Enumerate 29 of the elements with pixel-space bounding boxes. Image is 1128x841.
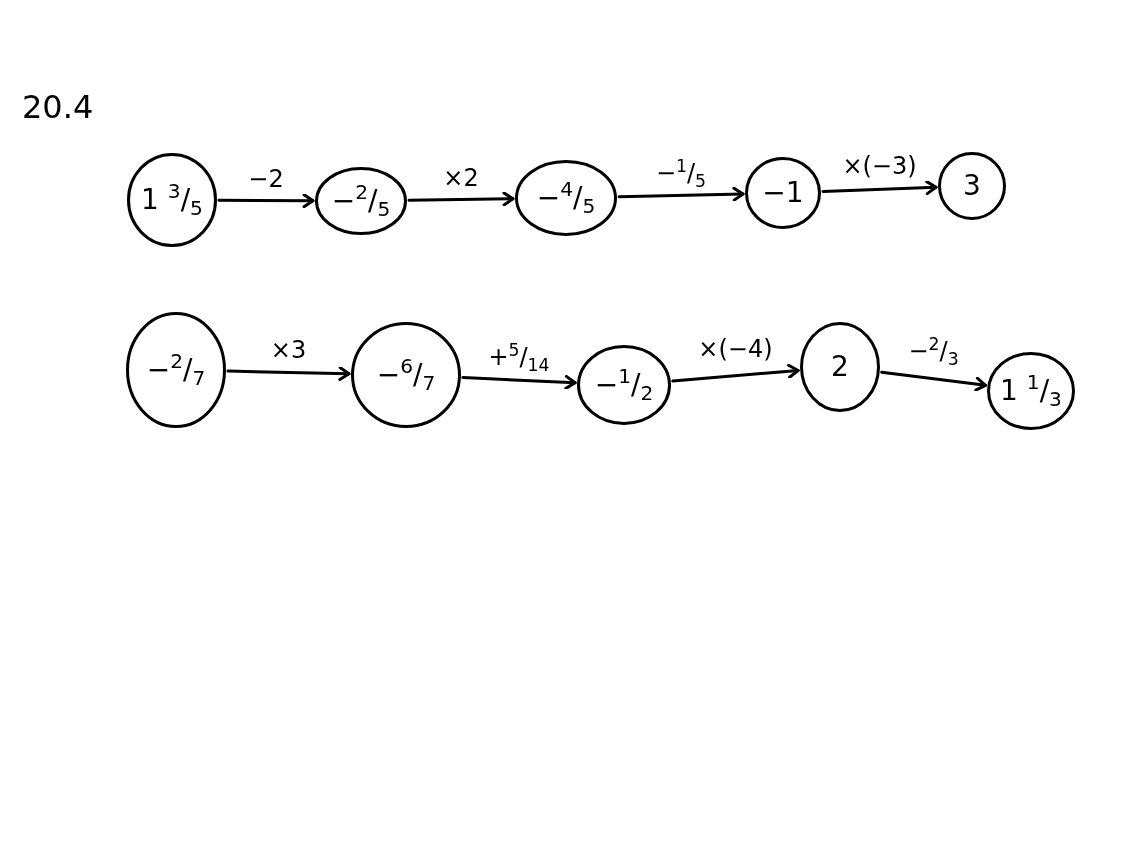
node-value: −$^{2}$/$_{7}$ bbox=[146, 354, 206, 386]
circle-node bbox=[987, 352, 1075, 430]
node-value: −$^{2}$/$_{5}$ bbox=[331, 185, 391, 217]
node-value: 1 $^{3}$/$_{5}$ bbox=[141, 184, 203, 216]
arrow bbox=[821, 180, 938, 196]
arrow bbox=[407, 191, 515, 207]
arrow bbox=[461, 374, 577, 390]
node-value: −$^{4}$/$_{5}$ bbox=[536, 182, 596, 214]
arrow bbox=[217, 193, 315, 209]
node-value: −$^{6}$/$_{7}$ bbox=[376, 359, 436, 391]
circle-node bbox=[577, 345, 671, 425]
heading: 20.4 bbox=[22, 90, 94, 126]
arrow bbox=[226, 366, 351, 382]
circle-node bbox=[515, 160, 617, 236]
circle-node bbox=[800, 322, 880, 412]
circle-node bbox=[745, 157, 821, 229]
circle-node bbox=[351, 322, 461, 428]
node-value: 3 bbox=[963, 170, 981, 202]
arrow bbox=[617, 186, 745, 202]
circle-node bbox=[126, 312, 226, 428]
node-value: 1 $^{1}$/$_{3}$ bbox=[1000, 375, 1062, 407]
node-value: −1 bbox=[762, 177, 804, 209]
node-value: −$^{1}$/$_{2}$ bbox=[594, 369, 654, 401]
arrow bbox=[671, 363, 800, 383]
circle-node bbox=[938, 152, 1006, 220]
node-value: 2 bbox=[831, 351, 849, 383]
circle-node bbox=[127, 153, 217, 247]
arrow bbox=[880, 370, 987, 392]
circle-node bbox=[315, 167, 407, 235]
